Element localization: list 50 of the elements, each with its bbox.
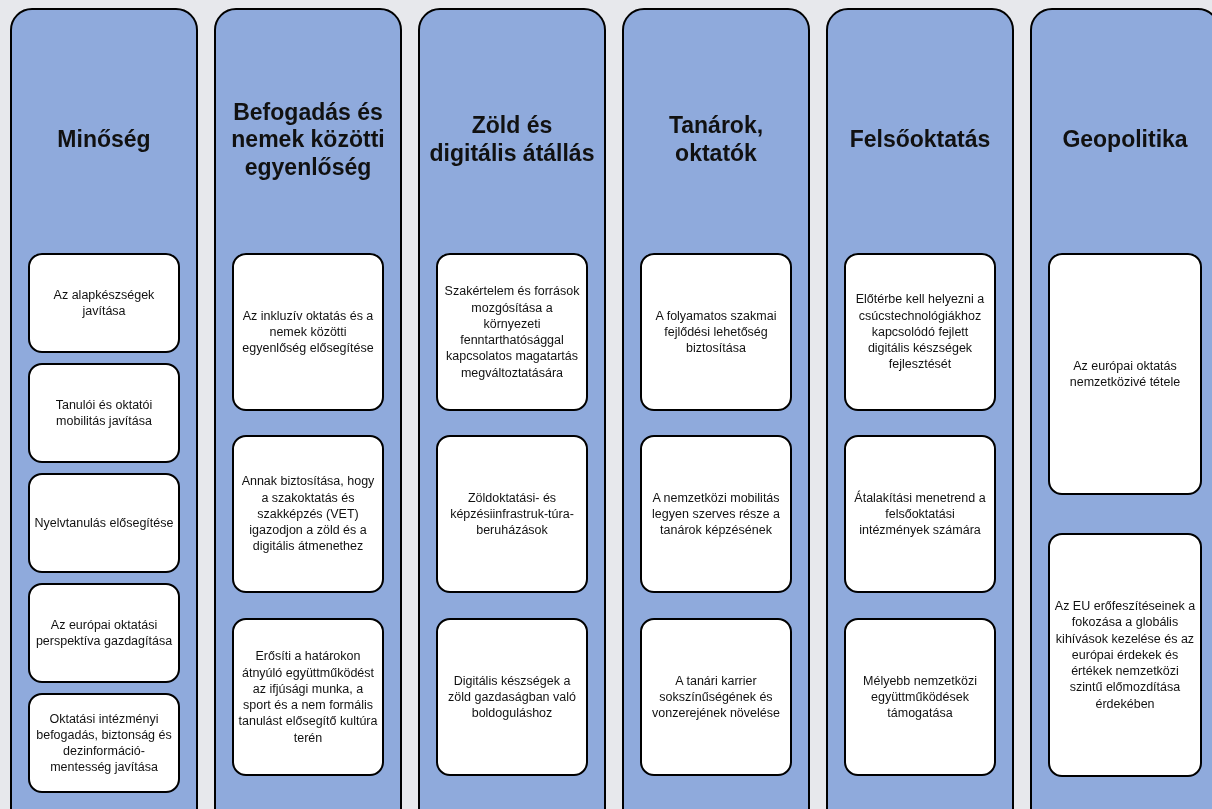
goal-card <box>640 618 792 776</box>
column-heading: Minőség <box>57 126 151 154</box>
goal-text: Annak biztosítása, hogy a szakoktatás és szakképzés (VET) igazodjon a zöld és a digitális átmenethez <box>240 473 376 555</box>
goal-card <box>844 435 996 593</box>
goal-text: Az alapkészségek javítása <box>52 286 156 320</box>
goal-text: Előtérbe kell helyezni a csúcstechnológiákhoz kapcsolódó fejlett digitális készségek fejlesztését <box>854 291 986 373</box>
goal-text: Átalakítási menetrend a felsőoktatási intézmények számára <box>853 489 987 539</box>
goal-card <box>232 435 384 593</box>
goal-card <box>28 253 180 353</box>
goal-card <box>436 253 588 411</box>
goal-text: Az inkluzív oktatás és a nemek közötti egyenlőség elősegítése <box>241 307 375 357</box>
category-column <box>826 8 1014 809</box>
goal-text: Erősíti a határokon átnyúló együttműködést az ifjúsági munka, a sport és a nem formális tanulást elősegítő kultúra terén <box>238 648 378 746</box>
goal-text: Az EU erőfeszítéseinek a fokozása a globális kihívások kezelése és az európai érdekek és értékek nemzetközi szintű előmozdítása érdekében <box>1054 598 1196 712</box>
category-column <box>1030 8 1212 809</box>
goal-text: Digitális készségek a zöld gazdaságban való boldoguláshoz <box>447 672 577 722</box>
goal-text: A tanári karrier sokszínűségének és vonzerejének növelése <box>651 672 781 722</box>
goal-card <box>28 363 180 463</box>
goal-card <box>1048 533 1202 777</box>
column-heading: Zöld és digitális átállás <box>428 112 596 168</box>
goal-text: Szakértelem és források mozgósítása a környezeti fenntarthatósággal kapcsolatos magatartás megváltoztatására <box>443 283 581 381</box>
column-heading: Tanárok, oktatók <box>667 112 765 168</box>
goal-text: Zöldoktatási- és képzésiinfrastruk-túra-beruházások <box>449 489 575 539</box>
goal-text: Nyelvtanulás elősegítése <box>34 514 174 532</box>
category-column <box>214 8 402 809</box>
goal-card <box>232 618 384 776</box>
goal-card <box>640 435 792 593</box>
goal-card <box>28 583 180 683</box>
goal-text: Mélyebb nemzetközi együttműködések támogatása <box>862 672 978 722</box>
column-heading: Befogadás és nemek közötti egyenlőség <box>230 98 386 182</box>
category-column <box>10 8 198 809</box>
goal-text: Az európai oktatás nemzetközivé tétele <box>1068 357 1182 391</box>
goal-text: A nemzetközi mobilitás legyen szerves része a tanárok képzésének <box>651 489 781 539</box>
goal-card <box>640 253 792 411</box>
category-column <box>418 8 606 809</box>
column-heading: Felsőoktatás <box>849 126 991 154</box>
goal-card <box>436 618 588 776</box>
goal-card <box>844 253 996 411</box>
goal-text: Oktatási intézményi befogadás, biztonság és dezinformáció-mentesség javítása <box>35 710 173 776</box>
goal-text: Az európai oktatási perspektíva gazdagítása <box>34 616 174 650</box>
column-heading: Geopolitika <box>1062 126 1188 154</box>
goal-text: A folyamatos szakmai fejlődési lehetőség biztosítása <box>654 307 778 357</box>
category-column <box>622 8 810 809</box>
goal-card <box>232 253 384 411</box>
goal-card <box>1048 253 1202 495</box>
goal-card <box>28 473 180 573</box>
goal-card <box>28 693 180 793</box>
goal-card <box>436 435 588 593</box>
goal-text: Tanulói és oktatói mobilitás javítása <box>54 396 154 430</box>
goal-card <box>844 618 996 776</box>
